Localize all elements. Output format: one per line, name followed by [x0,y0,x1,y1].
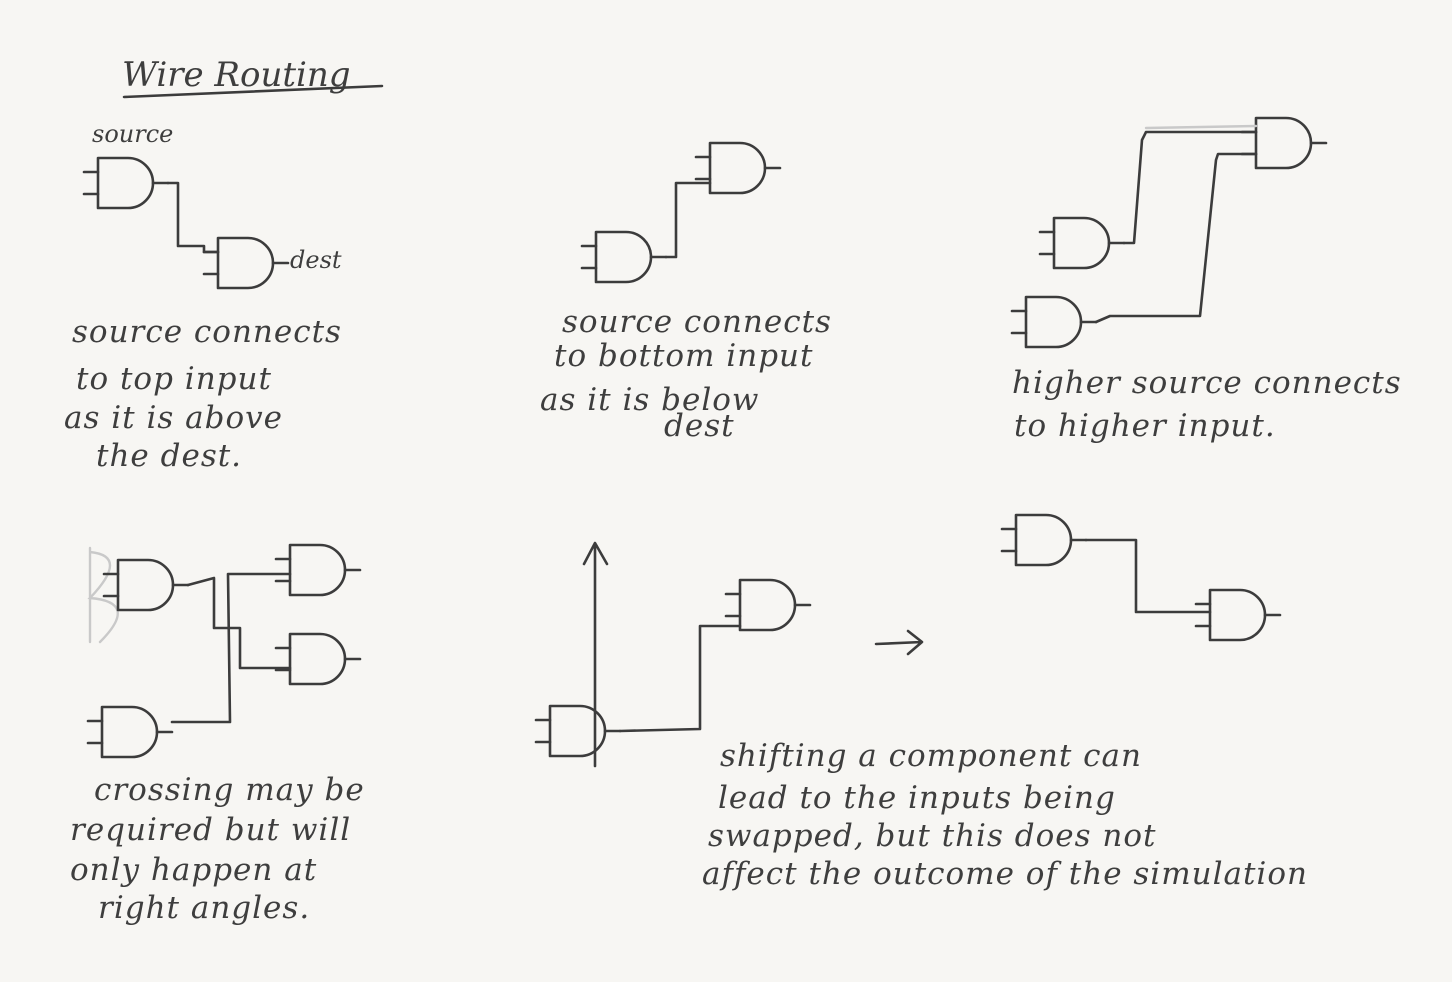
panel-higher-input: higher source connects to higher input. [1010,116,1402,444]
panel-shifting: shifting a component can lead to the inp… [534,513,1308,892]
dest-gate-icon [274,543,362,597]
panel-crossing: crossing may be required but will only h… [70,543,365,926]
dest-gate-icon [202,236,290,290]
source-gate-icon [1038,216,1126,270]
panel-top-input: source dest source connects to top input… [64,120,342,474]
source-gate-icon [82,156,170,210]
note-line: to top input [76,361,272,397]
wire [186,576,292,670]
note-line: as it is above [64,400,283,436]
dest-gate-icon [1194,588,1282,642]
wire [166,181,220,254]
note-line: crossing may be [94,772,365,808]
wire [618,624,742,733]
note-line: source connects [562,304,832,340]
note-line: swapped, but this does not [708,818,1156,854]
faint-sketch [87,546,119,644]
note-line: higher source connects [1012,365,1402,401]
note-line: lead to the inputs being [718,780,1116,816]
source-label: source [92,120,173,148]
dest-gate-icon [724,578,812,632]
source-gate-icon [86,705,174,759]
note-line: as it is below [540,382,759,418]
wire [1122,130,1258,245]
right-arrow-icon [874,629,924,656]
note-line: right angles. [98,890,310,926]
note-line: source connects [72,314,342,350]
title-underline [122,84,384,99]
note-line: to higher input. [1014,408,1276,444]
panel-bottom-input: source connects to bottom input as it is… [540,141,832,444]
wire [1094,152,1258,324]
dest-gate-icon [274,632,362,686]
wire [664,181,712,259]
up-arrow-icon [582,541,609,768]
source-gate-icon [102,558,190,612]
note-line: the dest. [96,438,242,474]
wire [1084,538,1212,614]
source-gate-icon [580,230,668,284]
wire [170,572,292,724]
note-line: to bottom input [554,338,813,374]
note-line: dest [664,408,735,444]
note-line: only happen at [70,852,317,888]
note-line: affect the outcome of the simulation [702,856,1308,892]
dest-gate-icon [694,141,782,195]
faint-wire [1144,124,1258,130]
note-line: shifting a component can [720,738,1142,774]
source-gate-icon [1010,295,1098,349]
dest-label: dest [290,246,342,274]
shifted-gate-icon [534,704,622,758]
note-line: required but will [70,812,351,848]
source-gate-icon [1000,513,1088,567]
